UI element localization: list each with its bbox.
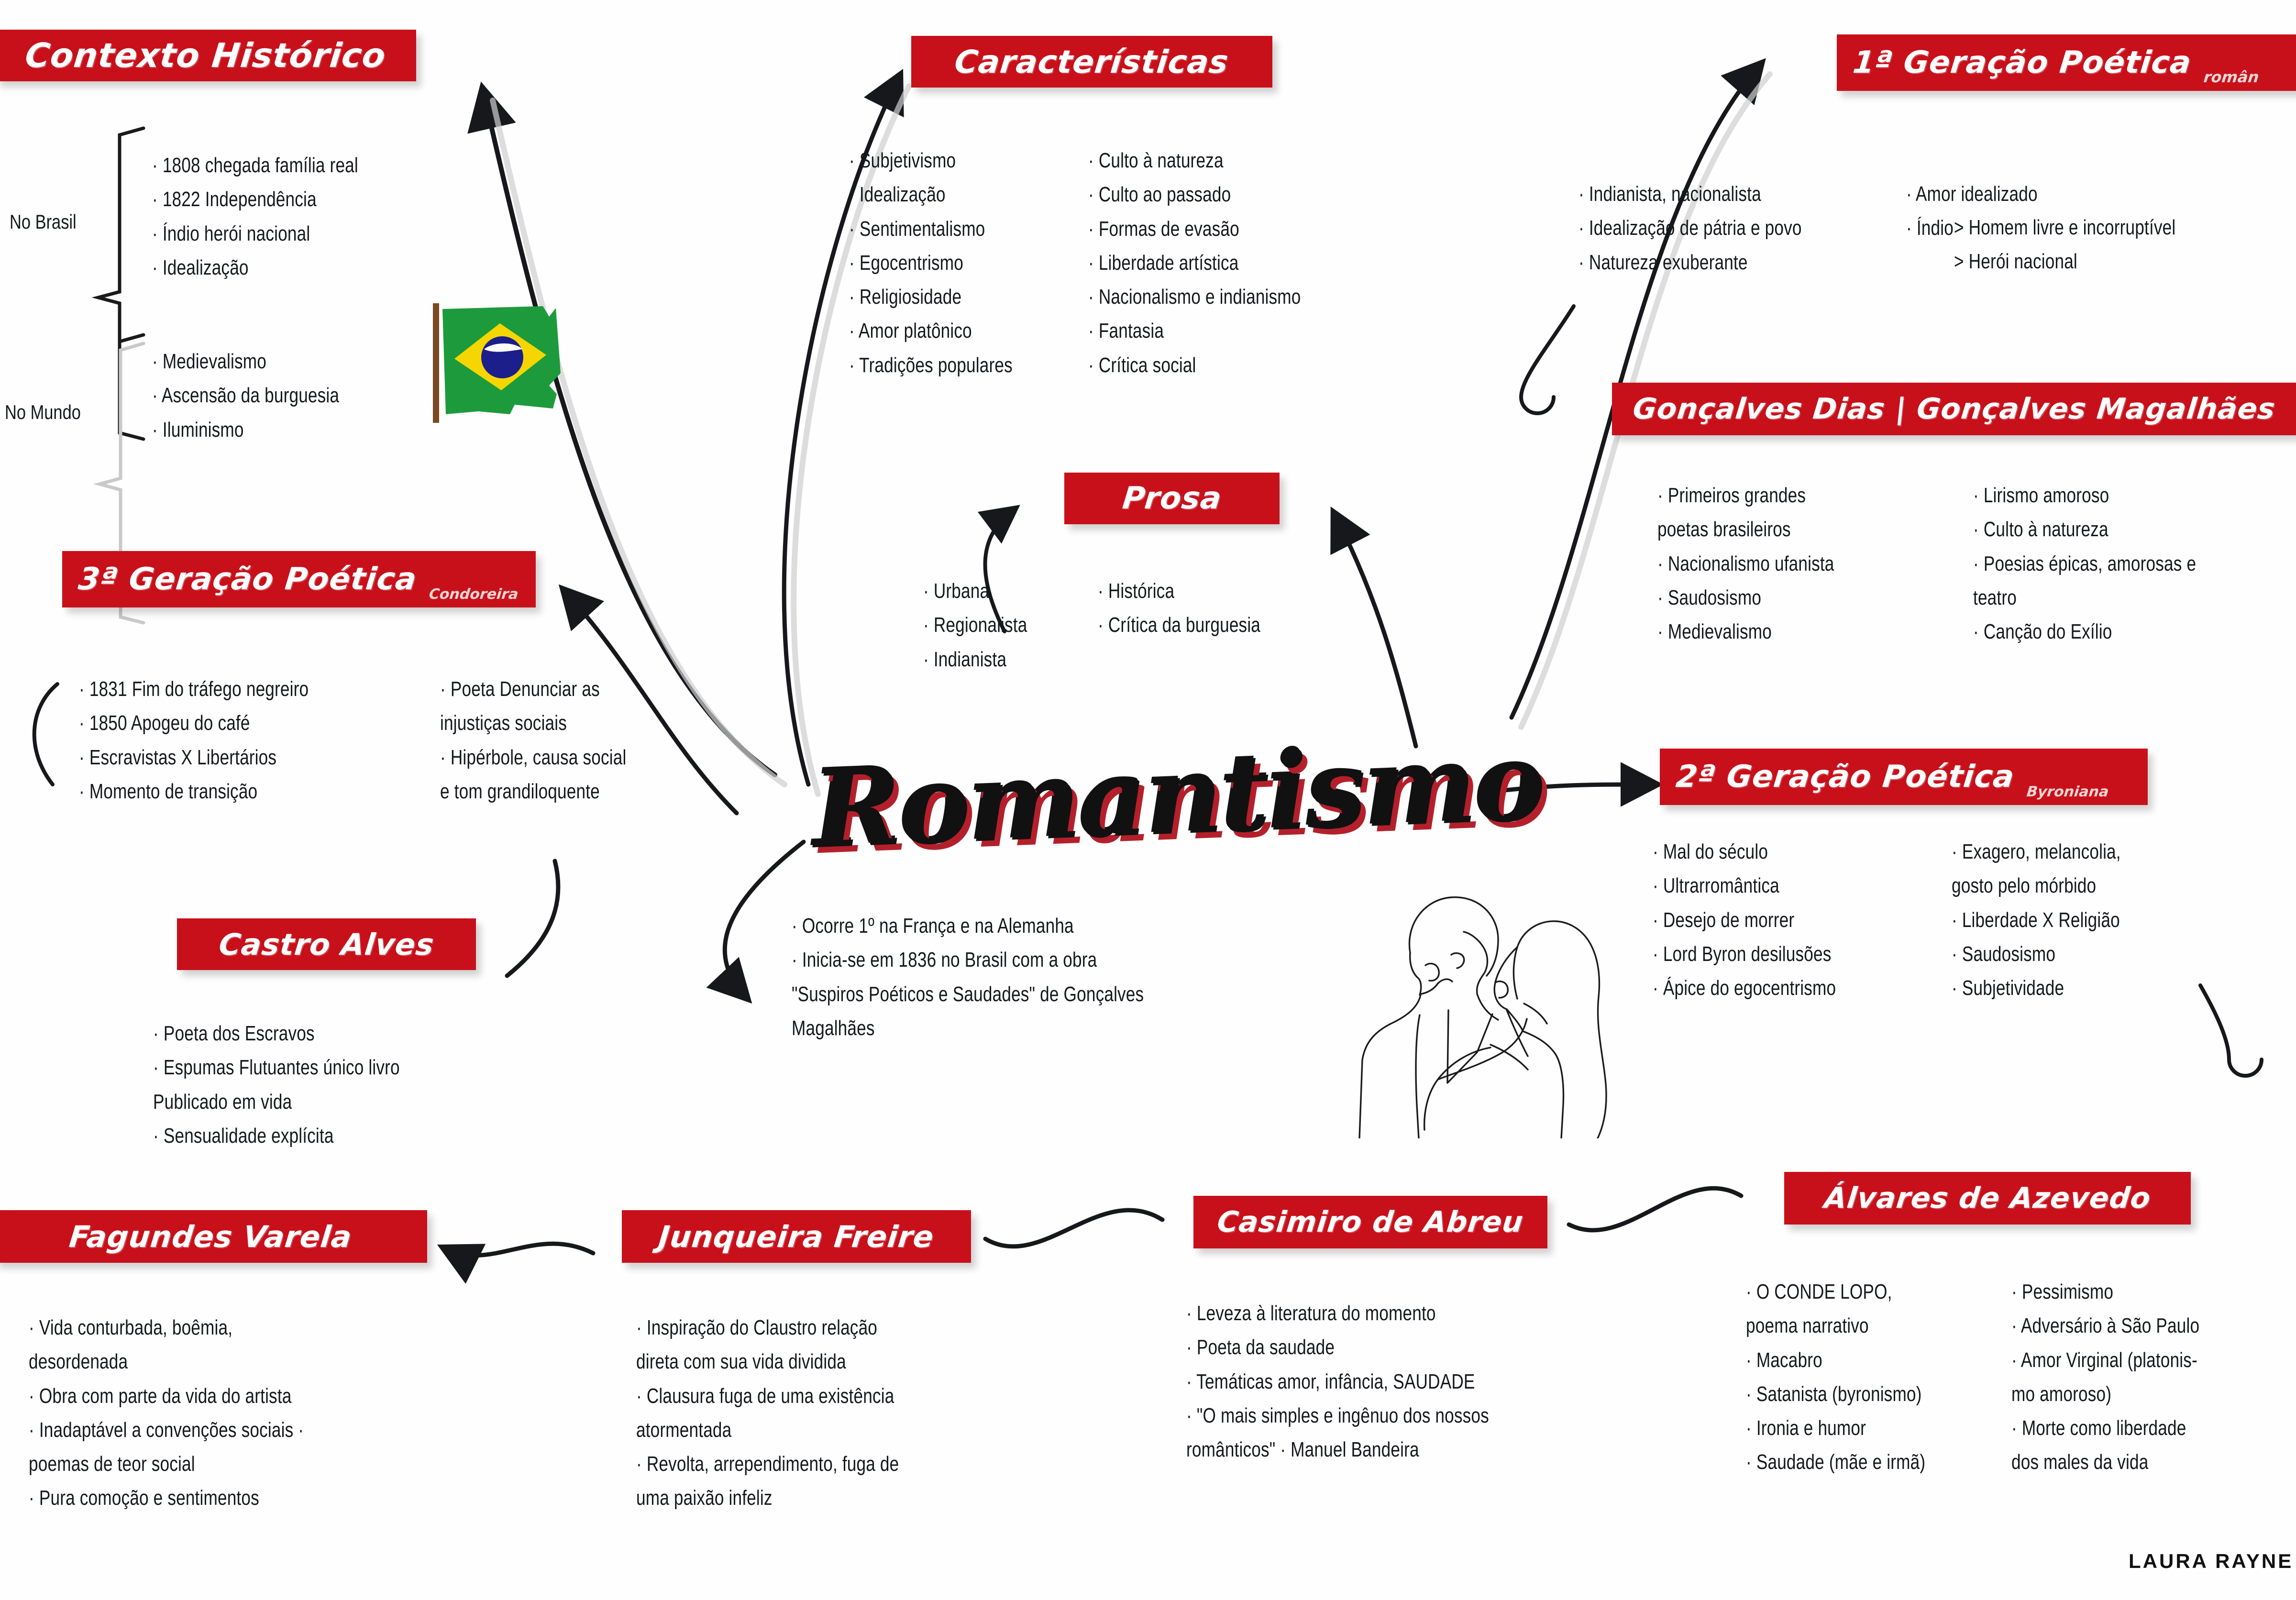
section-header-goncalves[interactable]: Gonçalves Dias | Gonçalves Magalhães [1612, 383, 2296, 435]
geracao3-title: 3ª Geração Poética [77, 562, 419, 597]
geracao2-left-list: · Mal do século · Ultrarromântica · Dese… [1653, 840, 1836, 1000]
couple-embrace-icon [1358, 896, 1607, 1138]
prosa-right-list: · Histórica · Crítica da burguesia [1098, 579, 1261, 637]
prosa-title: Prosa [1120, 481, 1224, 516]
junqueira-list: · Inspiração do Claustro relação direta … [636, 1316, 899, 1510]
contexto-group2-label: No Mundo [5, 401, 81, 423]
geracao3-subtitle: Condoreira [428, 586, 519, 603]
casimiro-list: · Leveza à literatura do momento · Poeta… [1186, 1302, 1489, 1462]
castro-alves-title: Castro Alves [217, 927, 436, 962]
alvares-right-list: · Pessimismo · Adversário à São Paulo · … [2011, 1280, 2200, 1474]
geracao1-title: 1ª Geração Poética [1851, 45, 2193, 80]
center-notes: · Ocorre 1º na França e na Alemanha · In… [792, 914, 1144, 1040]
alvares-left-list: · O CONDE LOPO, poema narrativo · Macabr… [1746, 1280, 1926, 1474]
contexto-group1-label: No Brasil [10, 210, 77, 233]
goncalves-title: Gonçalves Dias | Gonçalves Magalhães [1631, 392, 2277, 426]
goncalves-left-list: · Primeiros grandes poetas brasileiros ·… [1657, 484, 1834, 644]
geracao1-subtitle: român [2202, 68, 2260, 86]
section-header-geracao3[interactable]: 3ª Geração Poética Condoreira [62, 551, 536, 607]
caracteristicas-left-list: · Subjetivismo · Idealização · Sentiment… [849, 149, 1013, 377]
castro-alves-list: · Poeta dos Escravos · Espumas Flutuante… [153, 1022, 400, 1148]
geracao2-right-list: · Exagero, melancolia, gosto pelo mórbid… [1952, 840, 2121, 1000]
geracao2-subtitle: Byroniana [2026, 783, 2110, 800]
author-signature: LAURA RAYNE [2129, 1550, 2294, 1572]
contexto-title: Contexto Histórico [23, 36, 388, 75]
geracao1-right-list: · Amor idealizado · Índio [1906, 182, 2038, 240]
brazil-flag-icon [433, 303, 561, 423]
section-header-contexto-historico[interactable]: Contexto Histórico [0, 30, 416, 81]
prosa-left-list: · Urbana · Regionalista · Indianista [923, 579, 1027, 671]
geracao2-title: 2ª Geração Poética [1674, 759, 2016, 794]
section-header-castro-alves[interactable]: Castro Alves [177, 918, 476, 970]
page-title: Romantismo [811, 720, 1546, 873]
geracao3-right-list: · Poeta Denunciar as injustiças sociais … [440, 677, 627, 803]
section-header-junqueira-freire[interactable]: Junqueira Freire [622, 1210, 971, 1263]
casimiro-title: Casimiro de Abreu [1215, 1205, 1525, 1239]
section-header-prosa[interactable]: Prosa [1064, 473, 1280, 524]
section-header-caracteristicas[interactable]: Características [911, 36, 1272, 88]
goncalves-right-list: · Lirismo amoroso · Culto à natureza · P… [1973, 484, 2197, 644]
geracao1-right-sublist: > Homem livre e incorruptível > Herói na… [1954, 216, 2176, 274]
section-header-geracao1[interactable]: 1ª Geração Poética român [1837, 34, 2296, 91]
fagundes-title: Fagundes Varela [67, 1219, 354, 1254]
junqueira-title: Junqueira Freire [657, 1219, 936, 1254]
fagundes-list: · Vida conturbada, boêmia, desordenada ·… [29, 1316, 304, 1510]
alvares-title: Álvares de Azevedo [1822, 1181, 2152, 1215]
section-header-alvares-de-azevedo[interactable]: Álvares de Azevedo [1784, 1172, 2191, 1225]
section-header-geracao2[interactable]: 2ª Geração Poética Byroniana [1660, 749, 2148, 805]
caracteristicas-right-list: · Culto à natureza · Culto ao passado · … [1088, 149, 1301, 377]
caracteristicas-title: Características [953, 43, 1231, 80]
geracao3-left-list: · 1831 Fim do tráfego negreiro · 1850 Ap… [79, 677, 309, 803]
geracao1-left-list: · Indianista, nacionalista · Idealização… [1578, 182, 1802, 274]
section-header-fagundes-varela[interactable]: Fagundes Varela [0, 1210, 427, 1263]
contexto-group2-list: · Medievalismo · Ascensão da burguesia ·… [152, 350, 340, 441]
contexto-group1-list: · 1808 chegada família real · 1822 Indep… [152, 154, 358, 279]
section-header-casimiro-de-abreu[interactable]: Casimiro de Abreu [1193, 1196, 1547, 1248]
